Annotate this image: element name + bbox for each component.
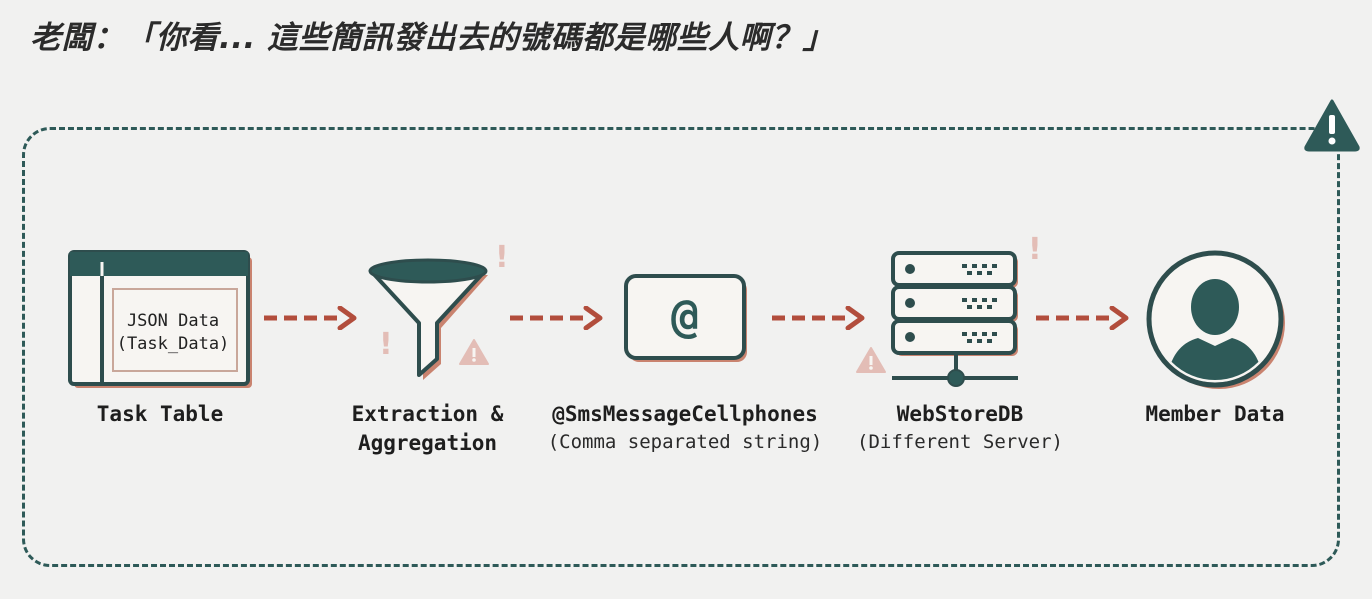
task-table-label: Task Table <box>96 402 224 426</box>
arrow-icon <box>264 306 357 330</box>
small-warning-icon <box>856 347 886 373</box>
json-data-label: JSON Data (Task_Data) <box>116 311 230 354</box>
webstoredb-label: WebStoreDB <box>896 402 1024 426</box>
webstoredb-sublabel: (Different Server) <box>857 431 1063 453</box>
table-icon <box>68 250 252 388</box>
arrow-icon <box>772 306 865 330</box>
server-icon <box>891 251 1018 387</box>
task-table-node: JSON Data (Task_Data) <box>68 250 254 390</box>
at-glyph: @ <box>671 289 699 343</box>
sms-cellphones-node: @ <box>624 274 750 364</box>
flow-frame <box>22 127 1340 567</box>
small-warning-icon <box>459 339 489 365</box>
sms-cellphones-label: @SmsMessageCellphones <box>552 402 818 426</box>
funnel-icon <box>368 258 488 380</box>
sms-cellphones-sublabel: (Comma separated string) <box>547 431 823 453</box>
at-sign-icon <box>624 274 747 362</box>
member-data-node <box>1146 250 1288 392</box>
arrow-icon <box>1036 306 1129 330</box>
exclamation-mark: ! <box>495 240 509 275</box>
extraction-label: Extraction & Aggregation <box>351 402 504 455</box>
warning-icon <box>1304 99 1360 152</box>
member-data-label: Member Data <box>1145 402 1285 426</box>
exclamation-mark: ! <box>1028 232 1042 267</box>
extraction-node <box>365 255 495 380</box>
page-title: 老闆：「你看... 這些簡訊發出去的號碼都是哪些人啊？」 <box>30 20 835 56</box>
user-icon <box>1146 250 1285 389</box>
exclamation-mark: ! <box>379 327 393 362</box>
arrow-icon <box>510 306 603 330</box>
webstoredb-node <box>890 250 1020 390</box>
